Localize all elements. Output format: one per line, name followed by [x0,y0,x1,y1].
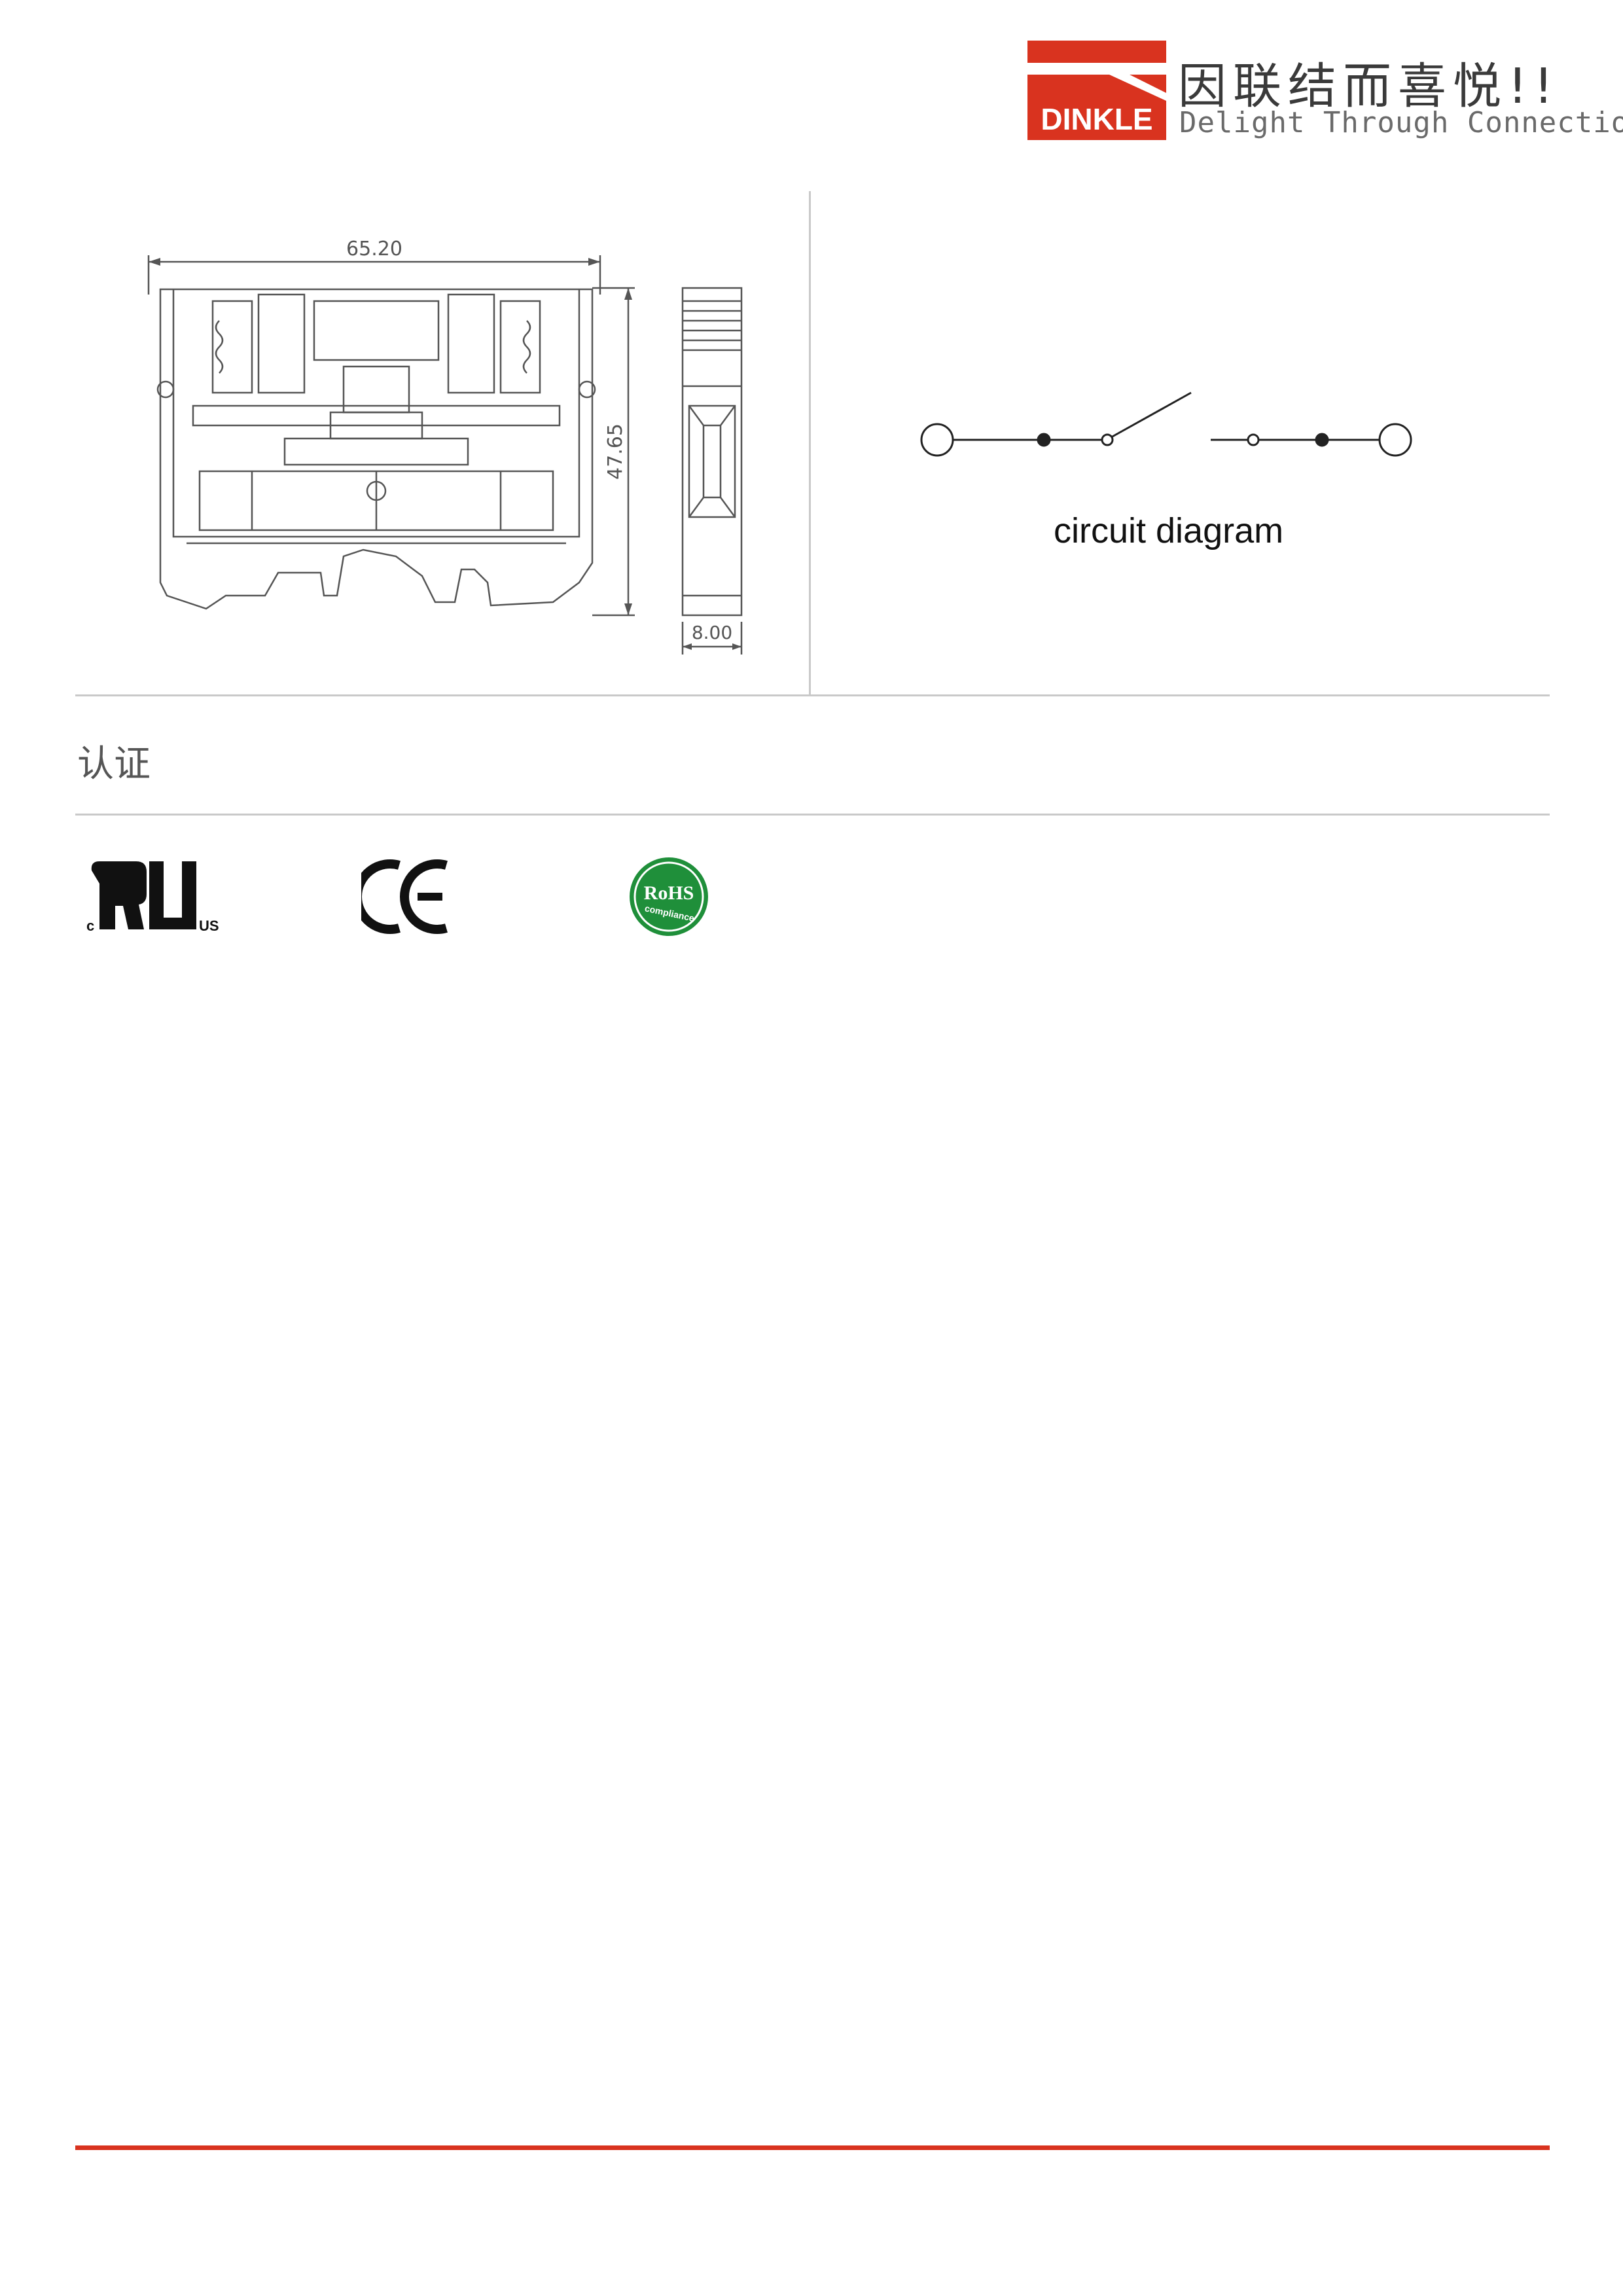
ul-suffix: US [199,918,219,934]
terminal-right-icon [1378,423,1412,457]
side-view-drawing: 8.00 [681,287,743,655]
front-view-drawing: 65.20 47.65 [147,238,635,617]
tagline-chinese: 因联结而喜悦!! [1178,58,1560,115]
dinkle-logo-icon: DINKLE [1027,41,1166,140]
company-logo: DINKLE 因联结而喜悦!! Delight Through Connecti… [1027,41,1623,145]
terminal-left-icon [920,423,954,457]
footer-rule [75,2145,1550,2150]
height-dimension-label: 47.65 [604,423,627,480]
drawing-divider [809,191,811,695]
switch-contact [1111,391,1192,439]
logo-wordmark: DINKLE [1041,102,1152,136]
width-dimension-label: 65.20 [346,238,402,260]
depth-dimension-label: 8.00 [692,622,732,643]
rohs-icon: RoHS compliance [630,857,708,936]
cert-heading: 认证 [77,743,151,785]
rohs-label: RoHS [644,882,694,904]
ce-icon [361,859,448,934]
ul-recognized-icon: c US [86,861,219,934]
circuit-diagram [920,391,1412,457]
drawing-bottom-rule [75,694,1550,696]
cert-rule [75,814,1550,816]
tagline-english: Delight Through Connections [1179,106,1623,139]
ul-prefix: c [86,918,94,934]
circuit-caption: circuit diagram [1054,511,1284,550]
